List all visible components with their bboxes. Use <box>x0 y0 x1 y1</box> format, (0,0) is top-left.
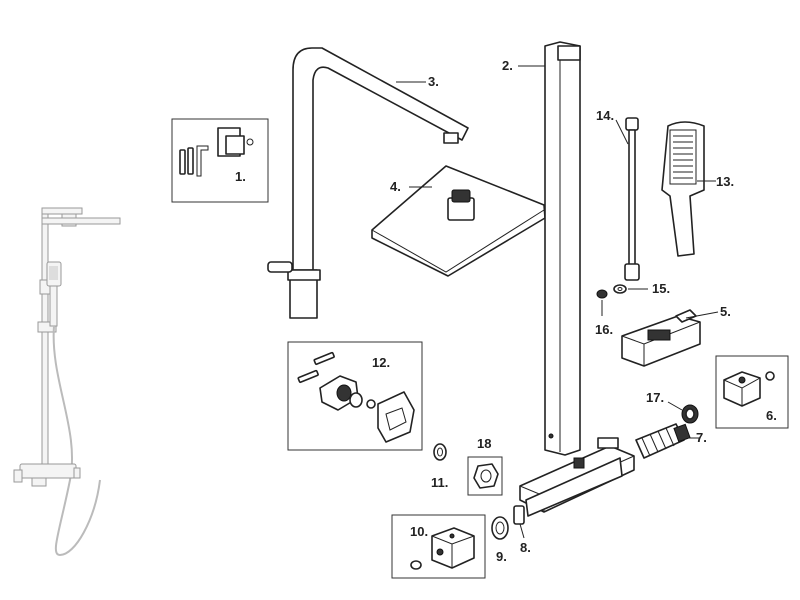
callout-9: 9. <box>496 549 507 564</box>
part-5-slider-bracket: 5. <box>621 304 731 367</box>
thermostatic-mixer-body <box>519 437 635 517</box>
callout-10: 10. <box>410 524 428 539</box>
callout-7: 7. <box>696 430 707 445</box>
callout-11: 11. <box>431 475 448 490</box>
part-8-spindle: 8. <box>513 505 531 555</box>
callout-4: 4. <box>390 179 401 194</box>
callout-18: 18 <box>477 436 491 451</box>
callout-5: 5. <box>720 304 731 319</box>
part-6-end-cap-box: 6. <box>715 355 789 429</box>
callout-1: 1. <box>235 169 246 184</box>
callout-16: 16. <box>595 322 613 337</box>
part-12-wall-bracket-box: 12. <box>287 341 423 451</box>
part-7-cartridge: 7. <box>635 423 707 459</box>
callout-6: 6. <box>766 408 777 423</box>
part-2-riser-rail: 2. <box>502 41 581 456</box>
part-4-shower-head: 4. <box>371 165 546 277</box>
callout-13: 13. <box>716 174 734 189</box>
callout-14: 14. <box>596 108 614 123</box>
part-1-fixing-kit-box: 1. <box>171 118 269 203</box>
callout-12: 12. <box>372 355 390 370</box>
callout-8: 8. <box>520 540 531 555</box>
part-13-hand-shower: 13. <box>661 121 734 257</box>
part-10-handle-box: 10. <box>391 514 486 579</box>
part-9-ring: 9. <box>491 516 509 564</box>
part-3-shower-arm: 3. <box>267 47 469 319</box>
callout-15: 15. <box>652 281 670 296</box>
callout-17: 17. <box>646 390 664 405</box>
part-16-seal: 16. <box>595 289 613 337</box>
part-15-washer: 15. <box>613 281 670 296</box>
part-18-nut-box: 18 <box>467 436 503 496</box>
part-17-nut: 17. <box>646 390 699 424</box>
assembled-shower-preview <box>13 207 121 557</box>
part-11-washer: 11. <box>431 443 448 490</box>
callout-3: 3. <box>428 74 439 89</box>
callout-2: 2. <box>502 58 513 73</box>
part-14-hose: 14. <box>596 108 640 281</box>
